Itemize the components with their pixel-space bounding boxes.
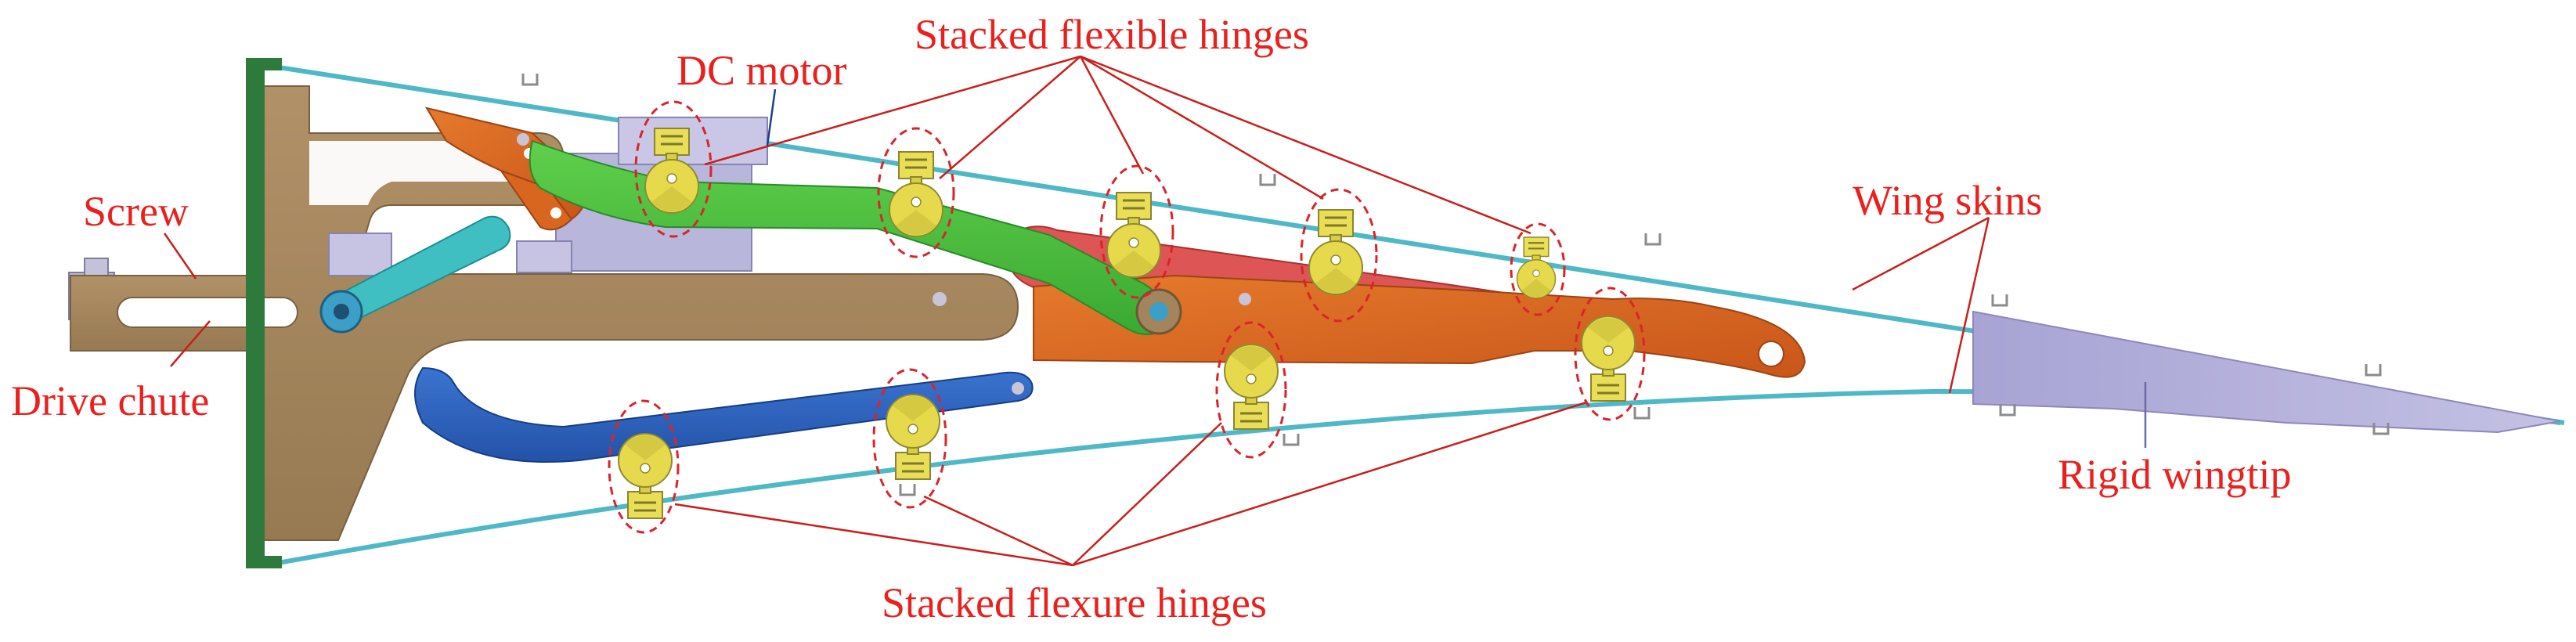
leader-flexure-4	[1072, 401, 1587, 567]
hinge-highlight	[634, 100, 713, 238]
label-drive-chute: Drive chute	[11, 377, 209, 424]
leader-lines	[163, 55, 2147, 567]
hinge-highlight	[877, 127, 955, 258]
leader-flexure-1	[674, 503, 1073, 567]
labels: Stacked flexible hinges DC motor Screw D…	[11, 11, 2292, 626]
leader-wing-skins-1	[1852, 216, 1990, 291]
label-stacked-flexible-hinges: Stacked flexible hinges	[915, 11, 1309, 58]
leader-wing-skins-2	[1948, 217, 1990, 394]
leader-flexible-5	[1080, 55, 1532, 235]
label-dc-motor: DC motor	[676, 47, 847, 94]
label-rigid-wingtip: Rigid wingtip	[2058, 451, 2292, 498]
hinge-highlight	[1510, 222, 1566, 316]
leader-drive-chute	[170, 320, 211, 367]
label-screw: Screw	[83, 188, 189, 235]
hinge-highlight	[1300, 188, 1378, 323]
front-spar	[246, 58, 282, 568]
leader-dc-motor	[766, 88, 777, 146]
hinge-highlight	[608, 399, 680, 534]
orange-link	[1033, 274, 1806, 378]
blue-link	[414, 366, 1034, 463]
leader-screw	[163, 233, 197, 280]
pivot-dots	[517, 133, 1251, 395]
hinge-highlights	[608, 100, 1646, 534]
label-stacked-flexure-hinges: Stacked flexure hinges	[882, 579, 1267, 626]
leader-flexible-4	[1080, 55, 1324, 200]
leader-flexible-3	[1079, 56, 1145, 175]
leader-flexure-3	[1072, 422, 1222, 566]
rigid-wingtip	[1972, 310, 2561, 434]
leader-flexure-2	[923, 495, 1073, 567]
leader-flexible-1	[704, 55, 1081, 166]
label-wing-skins: Wing skins	[1853, 177, 2042, 224]
leader-flexible-2	[939, 56, 1081, 179]
hinge-highlight	[1099, 164, 1174, 299]
hinge-highlight	[872, 368, 947, 509]
hinge-highlight	[1574, 287, 1646, 421]
hinge-highlight	[1215, 321, 1287, 459]
